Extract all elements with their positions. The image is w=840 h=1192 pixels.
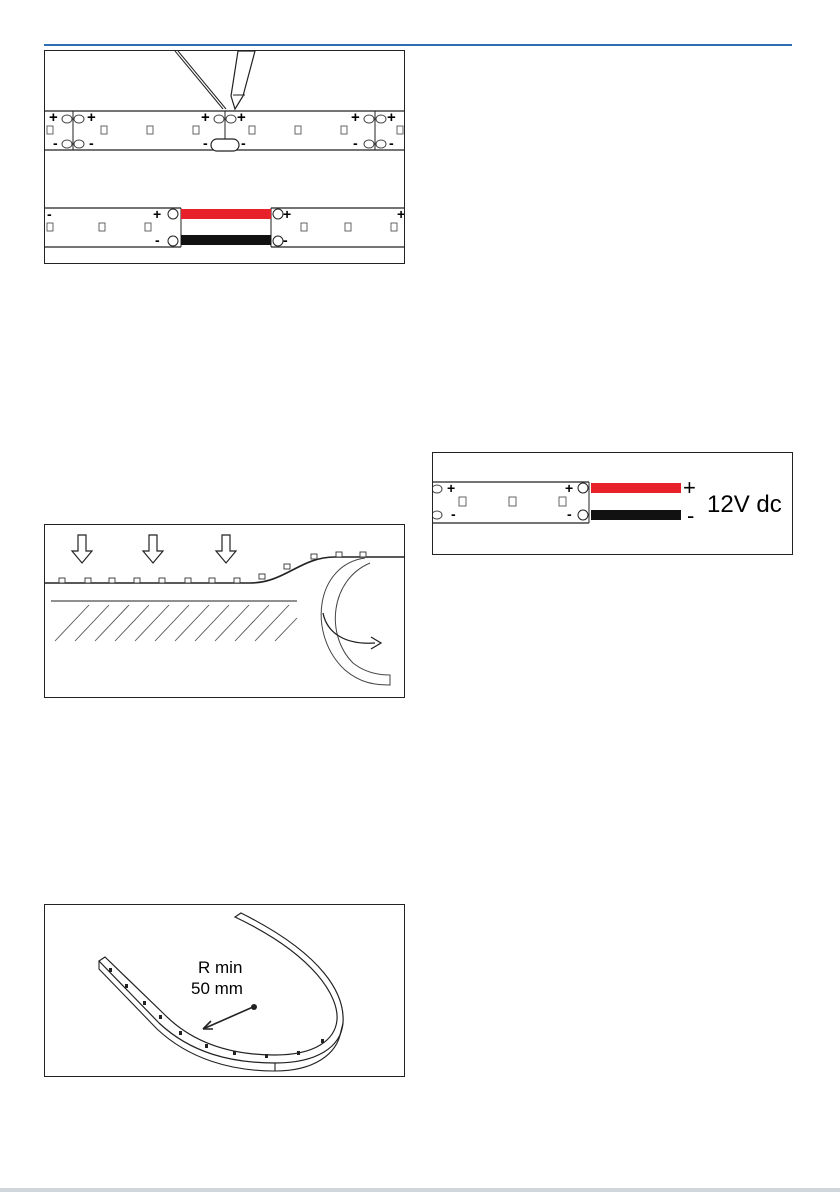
plus-mark: + — [237, 109, 246, 126]
red-wire — [591, 483, 681, 493]
minus-mark: - — [203, 135, 208, 151]
solder-diagram: + + + + + + - - - - - - — [45, 51, 405, 264]
soldering-iron-icon — [175, 51, 255, 109]
svg-text:+: + — [565, 480, 573, 496]
plus-mark: + — [87, 109, 96, 126]
minus-mark: - — [53, 135, 58, 151]
page-bottom-edge — [0, 1188, 840, 1192]
svg-text:-: - — [47, 206, 52, 222]
press-down-arrow-icon — [216, 535, 236, 563]
plus-mark: + — [387, 109, 396, 126]
bend-radius-label: R min — [198, 958, 242, 977]
voltage-label: 12V dc — [707, 491, 782, 518]
plus-mark: + — [201, 109, 210, 126]
svg-text:+: + — [283, 206, 291, 222]
figure-power-connection: + - + - + - 12V dc — [432, 452, 793, 555]
red-wire — [181, 209, 271, 219]
minus-mark: - — [89, 135, 94, 151]
minus-mark: - — [353, 135, 358, 151]
positive-terminal: + — [683, 475, 696, 500]
svg-text:+: + — [153, 206, 161, 222]
figure-solder-connection: + + + + + + - - - - - - — [44, 50, 405, 264]
plus-mark: + — [351, 109, 360, 126]
power-diagram: + - + - + - 12V dc — [433, 453, 793, 555]
svg-text:+: + — [447, 480, 455, 496]
plus-mark: + — [49, 109, 58, 126]
minus-mark: - — [389, 135, 394, 151]
bend-radius-diagram: R min 50 mm — [45, 905, 405, 1077]
mounting-diagram — [45, 525, 405, 698]
header-rule — [44, 44, 792, 46]
svg-text:-: - — [451, 506, 456, 522]
svg-text:+: + — [397, 206, 405, 222]
figure-adhesive-mounting — [44, 524, 405, 698]
figure-bend-radius: R min 50 mm — [44, 904, 405, 1077]
negative-terminal: - — [687, 503, 694, 528]
press-down-arrow-icon — [143, 535, 163, 563]
black-wire — [591, 510, 681, 520]
svg-text:-: - — [567, 506, 572, 522]
minus-mark: - — [241, 135, 246, 151]
svg-text:-: - — [155, 232, 160, 248]
black-wire — [181, 235, 271, 245]
bend-radius-value: 50 mm — [191, 979, 243, 998]
svg-text:-: - — [283, 232, 288, 248]
press-down-arrow-icon — [72, 535, 92, 563]
